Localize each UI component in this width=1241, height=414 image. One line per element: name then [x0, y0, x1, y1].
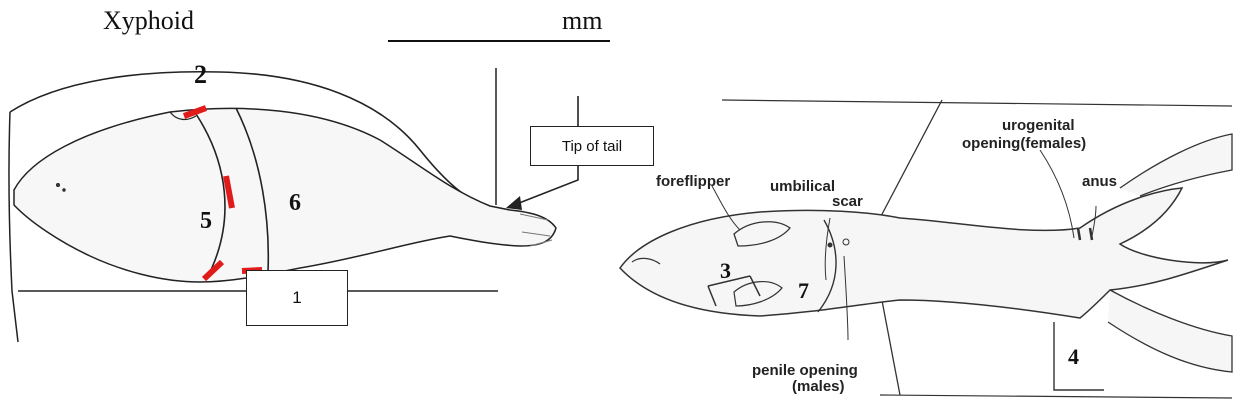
seal-body-outline: [14, 108, 556, 282]
label-umbilical: umbilical: [770, 178, 835, 195]
label-opening-females: opening(females): [962, 135, 1086, 152]
label-7: 7: [798, 278, 809, 303]
label-males: (males): [792, 378, 845, 395]
label-4: 4: [1068, 344, 1079, 369]
label-3: 3: [720, 258, 731, 283]
nose-vertical-line: [9, 112, 18, 342]
bracket-4: [1054, 322, 1104, 390]
rear-flipper-bottom: [1108, 290, 1232, 372]
measurement-1-callout: 1: [246, 270, 348, 326]
label-scar: scar: [832, 193, 863, 210]
urogenital-leader: [1040, 150, 1074, 238]
seal-ventral-outline: [620, 188, 1228, 318]
label-2: 2: [194, 60, 207, 89]
rear-flipper-top: [1120, 134, 1232, 196]
top-border-line: [722, 100, 1232, 106]
label-penile-opening: penile opening: [752, 362, 858, 379]
label-5: 5: [200, 208, 212, 234]
right-seal-diagram: [620, 100, 1232, 398]
tip-of-tail-callout: Tip of tail: [530, 126, 654, 166]
eye-mark: [57, 184, 60, 187]
eye-mark: [63, 189, 65, 191]
umbilical-scar-dot: [828, 243, 832, 247]
label-6: 6: [289, 190, 301, 216]
label-urogenital: urogenital: [1002, 117, 1075, 134]
label-foreflipper: foreflipper: [656, 173, 730, 190]
tail-arrow-head: [506, 196, 522, 210]
bottom-border-line: [880, 395, 1232, 398]
label-anus: anus: [1082, 173, 1117, 190]
